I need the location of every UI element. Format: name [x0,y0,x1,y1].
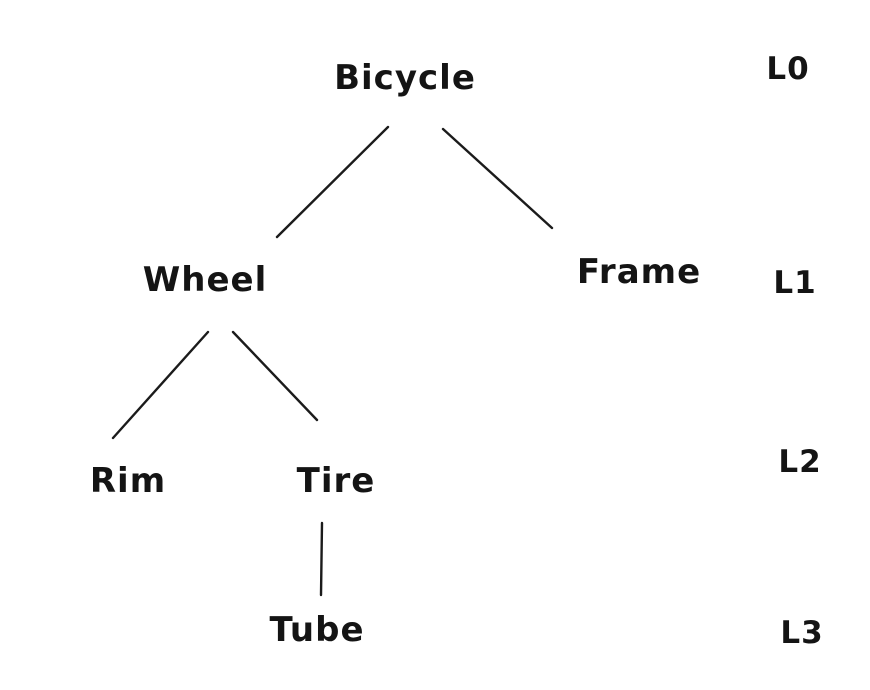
node-rim: Rim [89,461,167,501]
edge-tire-tube [319,521,324,597]
edge-bicycle-frame [441,127,554,230]
node-tube: Tube [269,610,365,650]
node-frame: Frame [576,252,702,292]
level-label-l1: L1 [773,265,817,301]
level-label-l2: L2 [778,444,822,480]
level-label-l3: L3 [780,615,824,651]
node-tire: Tire [296,461,376,501]
edge-wheel-tire [231,330,319,422]
edge-bicycle-wheel [275,125,390,239]
node-bicycle: Bicycle [334,58,476,98]
edge-wheel-rim [111,330,210,440]
node-wheel: Wheel [142,260,268,300]
level-label-l0: L0 [766,51,810,87]
